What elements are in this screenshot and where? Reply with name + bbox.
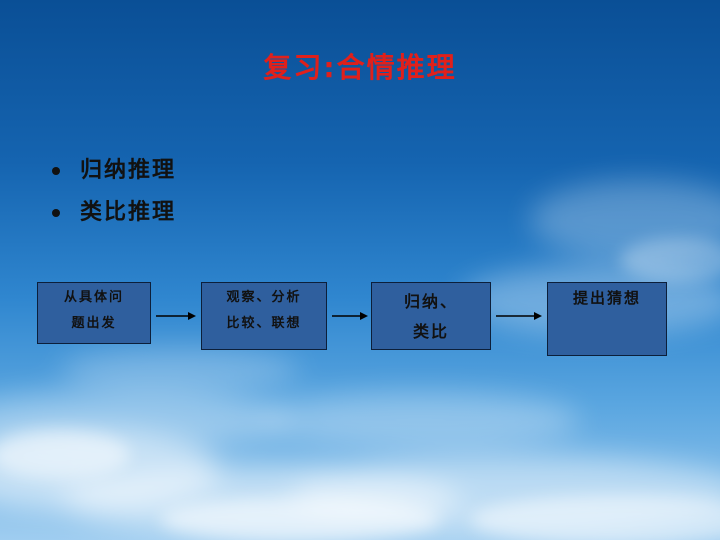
bullet-dot-icon — [52, 167, 60, 175]
flow-box-make-conjecture: 提出猜想 — [547, 282, 667, 356]
bullet-list: 归纳推理 类比推理 — [48, 150, 176, 234]
flow-box-line: 比较、联想 — [226, 316, 302, 331]
bullet-dot-icon — [52, 209, 60, 217]
bullet-text: 归纳推理 — [80, 158, 177, 183]
arrow-right-icon — [156, 312, 196, 320]
flow-box-start-from-problem: 从具体问 题出发 — [37, 282, 151, 344]
slide-title: 复习:合情推理 — [263, 51, 457, 84]
flow-box-line: 观察、分析 — [226, 290, 302, 305]
flow-box-induction-analogy: 归纳、 类比 — [371, 282, 491, 350]
flow-box-line: 题出发 — [71, 316, 117, 331]
bullet-item: 类比推理 — [48, 192, 176, 234]
flow-box-line: 提出猜想 — [572, 289, 641, 307]
flow-box-observe-analyze: 观察、分析 比较、联想 — [201, 282, 327, 350]
flow-box-line: 从具体问 — [63, 290, 124, 305]
bullet-text: 类比推理 — [80, 200, 177, 225]
bullet-item: 归纳推理 — [48, 150, 176, 192]
arrow-right-icon — [496, 312, 542, 320]
flow-box-line: 归纳、 — [403, 292, 458, 311]
flow-box-line: 类比 — [412, 322, 449, 341]
arrow-right-icon — [332, 312, 368, 320]
